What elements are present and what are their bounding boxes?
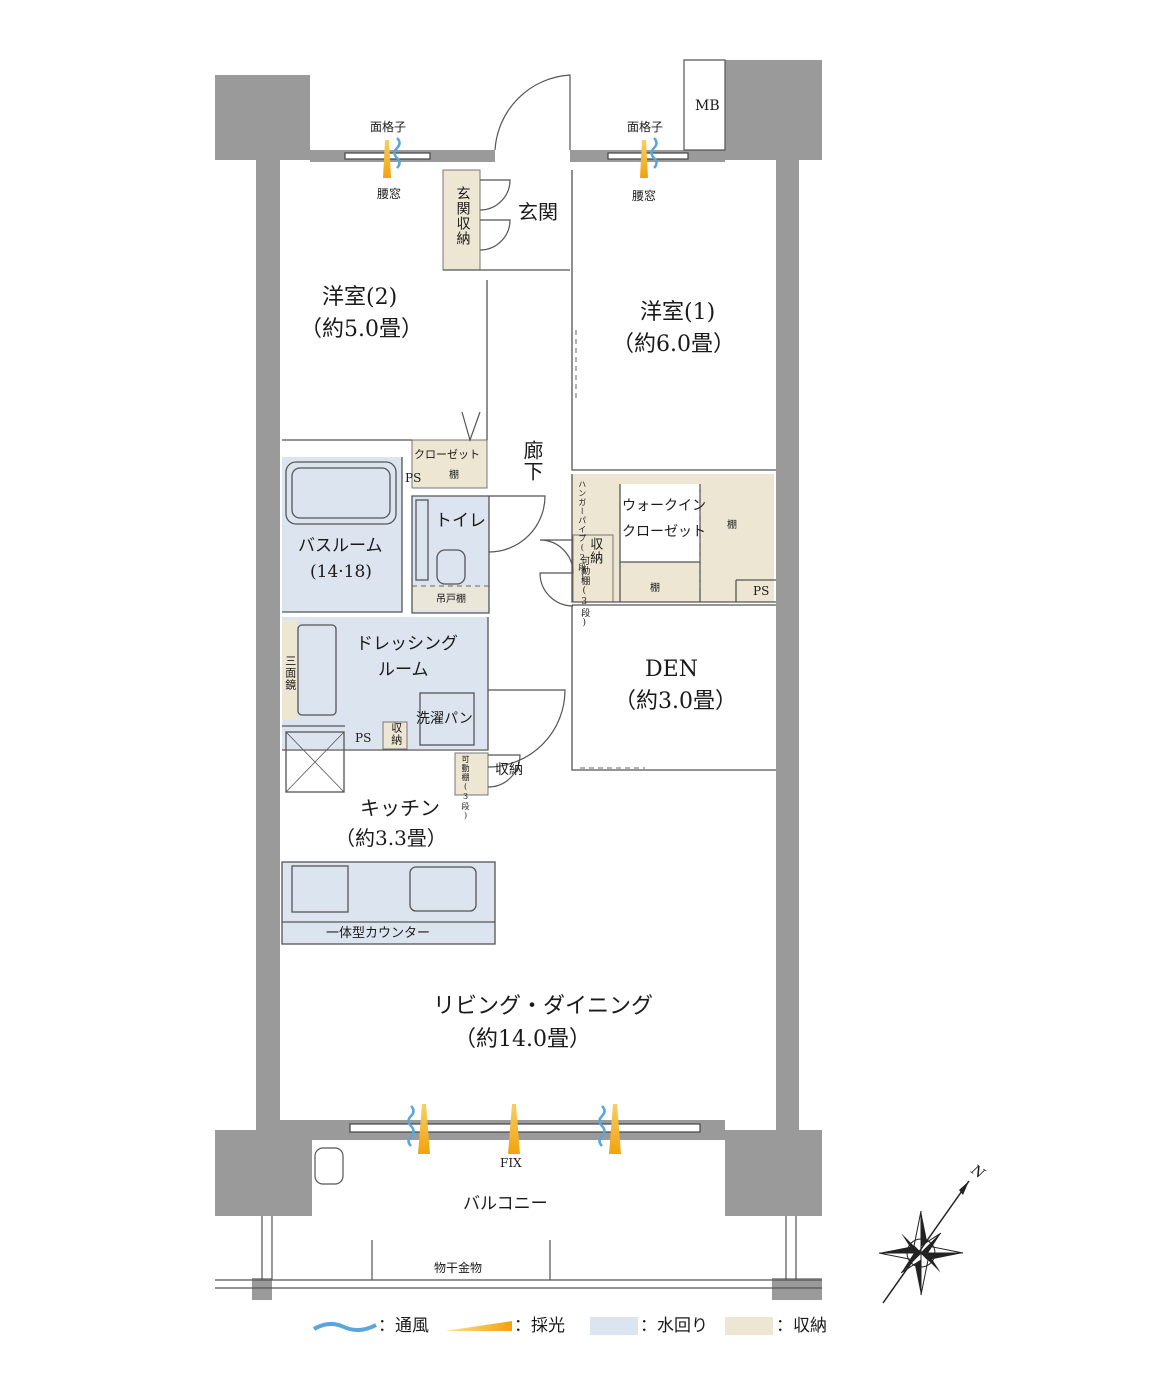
western-room-2-area: （約5.0畳） [300,317,423,342]
corridor-label: 廊下 [520,440,544,482]
kitchen-name: キッチン [360,796,440,820]
hall-movable-shelf-label: 可動棚(3段) [461,755,470,821]
bathroom-size: (14·18) [310,562,372,582]
column-bottom-right [725,1130,822,1216]
wall-right [776,150,799,1140]
kitchen-area: （約3.3畳） [335,826,447,850]
small-storage-area [382,721,408,750]
small-storage-label: 収納 [389,722,403,746]
waist-window-label-right: 腰窓 [632,189,657,203]
walkin-shelf-bottom: 棚 [650,583,660,594]
column-bottom-left [215,1130,312,1216]
bathroom-name: バスルーム [298,536,383,556]
entrance-storage-label: 玄関収納 [454,186,471,246]
mb-box [683,59,726,151]
living-dining-name: リビング・ダイニング [433,994,654,1019]
fix-window-label: FIX [500,1156,522,1170]
lattice-label-left: 面格子 [370,120,407,134]
legend-daylight-swatch [445,1321,512,1331]
kitchen-counter-area [282,862,495,944]
column-small-right [772,1278,822,1300]
dressing-room-line2: ルーム [378,660,429,680]
lattice-label-right: 面格子 [627,120,664,134]
closet-shelf-label: 棚 [449,470,459,481]
hall-storage-label: 収納 [495,762,523,778]
wall-left [256,150,280,1140]
three-way-mirror-label: 三面鏡 [283,655,297,691]
compass-rose [878,1180,970,1304]
walkin-closet-line1: ウォークイン [622,498,706,514]
movable-shelf-label: 可動棚(3段) [579,556,590,629]
balcony-label: バルコニー [463,1194,548,1214]
den-area: （約3.0畳） [614,689,737,714]
hall-storage-area [454,752,489,796]
western-room-2-name: 洋室(2) [322,285,398,310]
ps-label-kitchen: PS [355,731,372,745]
counter-label: 一体型カウンター [326,926,431,941]
hanger-pipe-label: ハンガーパイプ(2段) [577,480,587,582]
dressing-room-line1: ドレッシング [356,634,458,654]
mirror-area [282,620,297,720]
walkin-shelf-right: 棚 [727,520,737,531]
toilet-shelf-area [412,586,489,610]
entrance-label: 玄関 [518,200,558,224]
column-top-left [215,75,310,160]
living-dining-area: （約14.0畳） [454,1027,591,1052]
closet-area [411,439,488,489]
ps-label-bath: PS [405,471,422,485]
closet-label: クローゼット [414,448,480,461]
movable-storage-area [572,534,614,603]
legend-ventilation-label: ：通風 [378,1316,429,1336]
walkin-closet-line2: クローゼット [622,524,706,540]
drying-rack-label: 物干金物 [434,1261,483,1275]
mb-label: MB [695,98,720,114]
legend-storage-swatch [725,1317,773,1335]
laundry-pan-label: 洗濯パン [416,711,473,727]
hanging-shelf-label: 吊戸棚 [436,594,466,605]
legend-daylight-label: ：採光 [514,1316,565,1336]
western-room-1-area: （約6.0畳） [612,332,735,357]
waist-window-label-left: 腰窓 [377,187,402,201]
toilet-label: トイレ [435,511,486,531]
legend-water-swatch [590,1317,638,1335]
ps-label-walkin: PS [753,584,770,598]
legend-ventilation-swatch [312,1322,377,1332]
column-top-right [725,60,822,160]
legend-water-label: ：水回り [640,1316,708,1336]
legend-storage-label: ：収納 [776,1316,827,1336]
column-small-left [252,1278,272,1300]
bathroom-area [282,457,402,612]
den-name: DEN [645,657,698,682]
western-room-1-name: 洋室(1) [640,300,716,325]
movable-storage-label: 収納 [587,537,603,565]
